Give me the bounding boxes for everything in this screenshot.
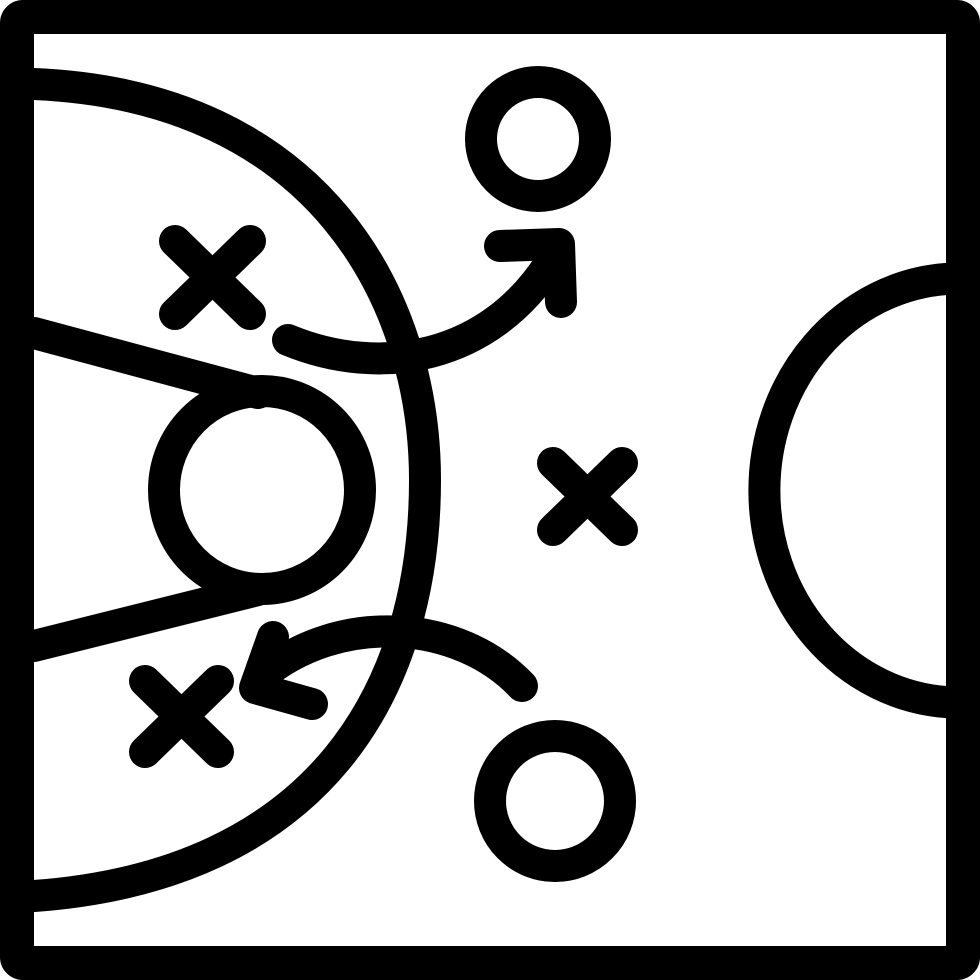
player-x xyxy=(159,225,266,330)
player-o xyxy=(474,720,636,882)
center-circle xyxy=(748,263,962,718)
three-point-arc xyxy=(18,68,441,912)
play-arrow xyxy=(272,228,577,375)
play-arrow xyxy=(239,615,538,720)
player-o xyxy=(465,66,611,212)
player-x xyxy=(537,447,638,546)
player-x xyxy=(129,665,234,768)
free-throw-lane xyxy=(18,317,274,662)
free-throw-circle xyxy=(148,375,376,605)
